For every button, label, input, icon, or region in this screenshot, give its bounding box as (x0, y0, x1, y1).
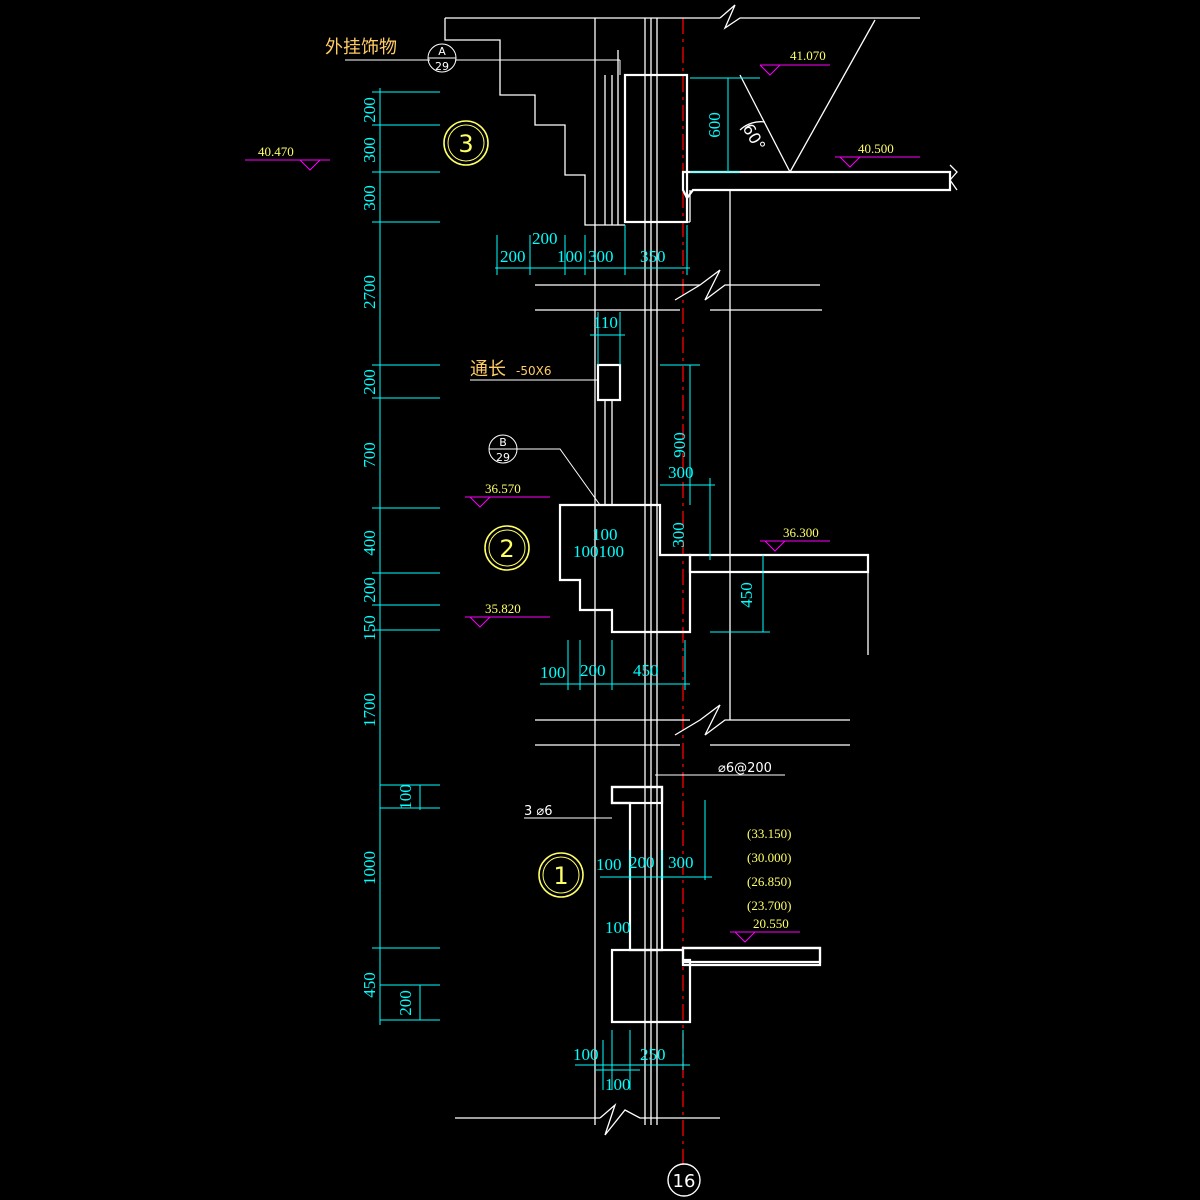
vdim-400: 400 (360, 530, 379, 556)
s2-dim-450-v: 450 (737, 582, 756, 608)
s1-dim-100: 100 (596, 855, 622, 874)
s3-dim-200: 200 (532, 229, 558, 248)
ref-b-letter: B (499, 436, 507, 449)
vdim-1700: 1700 (360, 693, 379, 727)
svg-text:40.470: 40.470 (258, 144, 294, 159)
section-label-2: 2 (499, 535, 514, 563)
vdim-700: 700 (360, 442, 379, 468)
s3-dim-200: 200 (500, 247, 526, 266)
s2-dim-300-v: 300 (669, 522, 688, 548)
angle-label: 60° (739, 120, 770, 154)
level-35820: 35.820 (465, 601, 550, 628)
section-bubble-3: 3 (443, 120, 489, 166)
ref-b-sheet: 29 (496, 451, 510, 464)
section-bubble-2: 2 (484, 525, 530, 571)
callout-rebar: 3 ⌀6 ⌀6@200 (524, 761, 785, 819)
s1-dim-250: 250 (640, 1045, 666, 1064)
section-1-detail (610, 785, 822, 1024)
svg-text:40.500: 40.500 (858, 141, 894, 156)
svg-text:(26.850): (26.850) (747, 874, 791, 889)
svg-text:41.070: 41.070 (790, 48, 826, 63)
s1-dim-100-d: 100 (605, 1075, 631, 1094)
flat-bar-text: -50X6 (516, 364, 551, 378)
ref-a-sheet: 29 (435, 60, 449, 73)
vdim-200: 200 (360, 577, 379, 603)
vdim-200: 200 (360, 97, 379, 123)
svg-text:(30.000): (30.000) (747, 850, 791, 865)
s2-dim-100-b: 100 (540, 663, 566, 682)
vdim-150: 150 (360, 615, 379, 641)
s1-dim-300: 300 (668, 853, 694, 872)
level-20550: 20.550 (730, 916, 800, 943)
s1-dim-200: 200 (629, 853, 655, 872)
svg-text:20.550: 20.550 (753, 916, 789, 931)
secondary-dimension-chain (380, 784, 440, 1021)
s1-dim-100-c: 100 (573, 1045, 599, 1064)
section-2-detail (558, 363, 870, 634)
vdim-300: 300 (360, 137, 379, 163)
section-3-detail (623, 19, 958, 224)
vdim-2700: 2700 (360, 275, 379, 309)
vertical-dimension-chain (372, 88, 440, 1025)
s2-dim-900: 900 (670, 432, 689, 458)
section-2-dimensions: 110 900 300 300 100 100100 450 100 200 4… (540, 312, 770, 690)
vdim-100: 100 (396, 784, 415, 810)
level-36570: 36.570 (465, 481, 550, 508)
s3-dim-100: 100 (557, 247, 583, 266)
callout-tongchang: 通长 -50X6 (470, 359, 598, 381)
axis-label: 16 (673, 1171, 696, 1192)
vdim-1000: 1000 (360, 851, 379, 885)
level-36300: 36.300 (760, 525, 830, 552)
s2-dim-110: 110 (593, 313, 618, 332)
s2-dim-100100: 100100 (573, 542, 624, 561)
vdim-200: 200 (360, 369, 379, 395)
callout-hanging-ornament: 外挂饰物 A 29 (325, 37, 621, 75)
level-40470: 40.470 (245, 144, 330, 171)
ref-a-letter: A (438, 45, 446, 58)
s2-dim-200: 200 (580, 661, 606, 680)
wall-lines (444, 4, 920, 1136)
rebar-3phi6-text: 3 ⌀6 (524, 804, 553, 819)
svg-text:36.570: 36.570 (485, 481, 521, 496)
hanging-ornament-text: 外挂饰物 (325, 37, 397, 58)
vdim-300: 300 (360, 185, 379, 211)
s2-dim-300-h: 300 (668, 463, 694, 482)
section-3-dimensions: 600 60° 200 200 100 300 350 (495, 77, 770, 275)
level-40500: 40.500 (835, 141, 920, 168)
vertical-dimension-labels: 200 300 300 2700 200 700 400 200 150 170… (360, 97, 415, 1016)
vdim-200: 200 (396, 990, 415, 1016)
axis-16: 16 (667, 18, 701, 1197)
s3-dim-600: 600 (705, 112, 724, 138)
s1-dim-100-b: 100 (605, 918, 631, 937)
svg-text:35.820: 35.820 (485, 601, 521, 616)
section-bubble-1: 1 (538, 852, 584, 898)
svg-text:36.300: 36.300 (783, 525, 819, 540)
vdim-450: 450 (360, 972, 379, 998)
callout-ref-b: B 29 (488, 434, 601, 506)
section-label-1: 1 (553, 862, 568, 890)
rebar-phi6-200-text: ⌀6@200 (718, 761, 772, 776)
level-41070: 41.070 (759, 48, 830, 76)
tongchang-text: 通长 (470, 359, 506, 380)
section-label-3: 3 (458, 130, 473, 158)
svg-text:(33.150): (33.150) (747, 826, 791, 841)
s2-dim-100: 100 (592, 525, 618, 544)
axis-bubble (667, 1163, 701, 1197)
svg-text:(23.700): (23.700) (747, 898, 791, 913)
level-list-section-1: (33.150) (30.000) (26.850) (23.700) (747, 826, 791, 913)
s3-dim-350: 350 (640, 247, 666, 266)
s3-dim-300: 300 (588, 247, 614, 266)
section-1-dimensions: 100 200 300 100 100 250 100 (573, 800, 712, 1094)
s2-dim-450-h: 450 (633, 661, 659, 680)
